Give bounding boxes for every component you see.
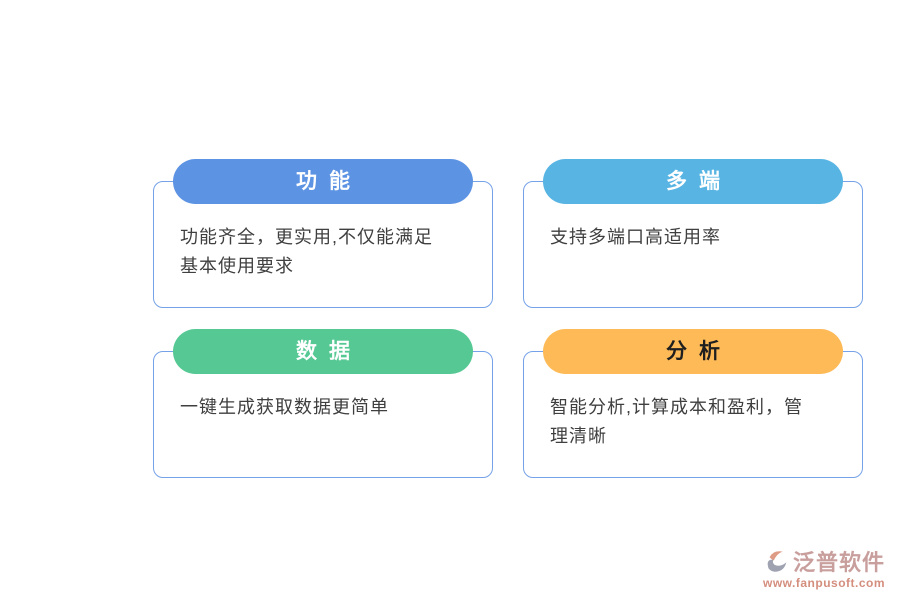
- feature-card-analysis: 分析 智能分析,计算成本和盈利，管 理清晰: [523, 329, 863, 478]
- fanpu-logo-icon: [767, 551, 787, 572]
- feature-card-function: 功能 功能齐全，更实用,不仅能满足 基本使用要求: [153, 159, 493, 308]
- card-body-text: 支持多端口高适用率: [550, 227, 721, 247]
- brand-watermark: 泛普软件 www.fanpusoft.com: [763, 545, 893, 590]
- feature-card-data: 数据 一键生成获取数据更简单: [153, 329, 493, 478]
- card-title: 多端: [666, 170, 732, 193]
- card-header-pill: 数据: [173, 329, 473, 374]
- card-body-text: 一键生成获取数据更简单: [180, 397, 389, 417]
- card-header-pill: 功能: [173, 159, 473, 204]
- brand-url: www.fanpusoft.com: [763, 576, 886, 590]
- brand-name: 泛普软件: [793, 550, 886, 575]
- card-title: 功能: [296, 170, 362, 193]
- card-body-text: 智能分析,计算成本和盈利，管 理清晰: [550, 397, 803, 446]
- feature-card-grid: 功能 功能齐全，更实用,不仅能满足 基本使用要求 多端 支持多端口高适用率 数据: [153, 159, 863, 478]
- card-title: 分析: [666, 340, 732, 363]
- feature-card-multiterminal: 多端 支持多端口高适用率: [523, 159, 863, 308]
- card-title: 数据: [296, 340, 362, 363]
- card-body-text: 功能齐全，更实用,不仅能满足 基本使用要求: [180, 227, 433, 276]
- card-header-pill: 分析: [543, 329, 843, 374]
- card-header-pill: 多端: [543, 159, 843, 204]
